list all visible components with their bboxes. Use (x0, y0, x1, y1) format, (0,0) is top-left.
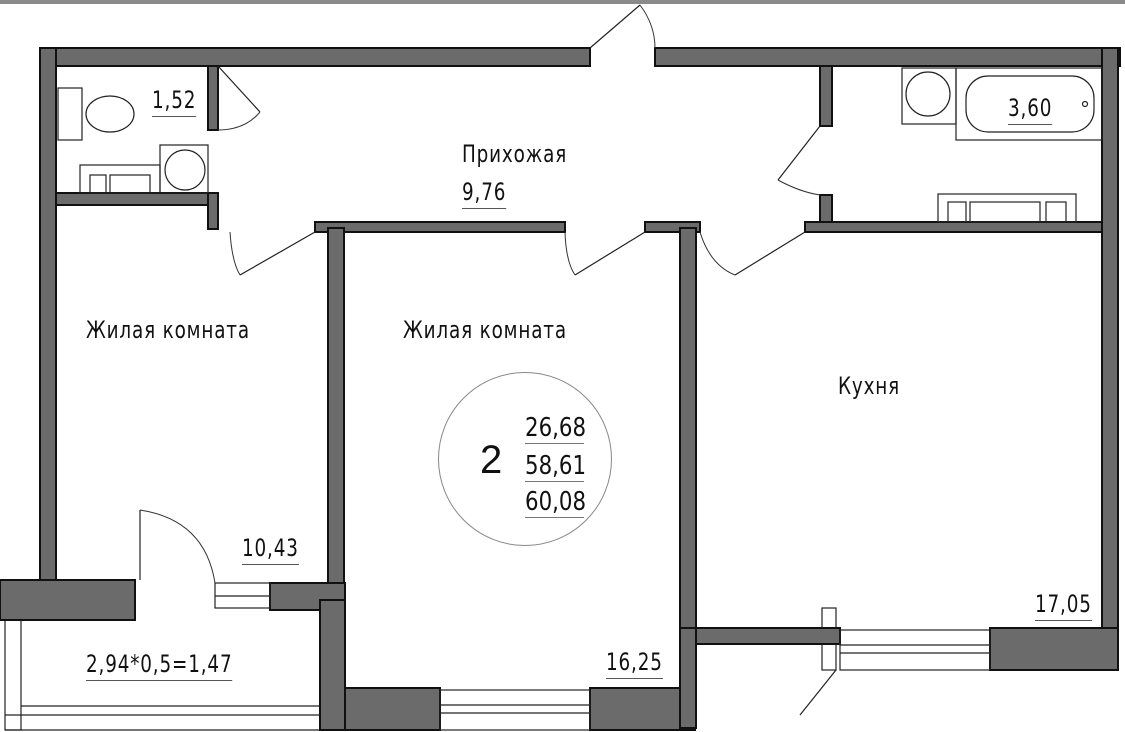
room-name-hallway: Прихожая (462, 140, 568, 168)
rooms-count: 2 (480, 438, 503, 482)
room-area-wc: 1,52 (152, 86, 197, 117)
top-toolbar-strip (0, 0, 1125, 4)
bathtub-icon (955, 67, 1103, 141)
room-name-kitchen: Кухня (838, 372, 901, 400)
windows (214, 582, 991, 731)
room-name-living-1: Жилая комната (86, 316, 250, 344)
room-area-living-2: 16,25 (606, 648, 663, 679)
living-area: 26,68 (525, 413, 587, 444)
bath-sink-icon (901, 67, 957, 125)
doors (139, 4, 821, 584)
total-area: 58,61 (525, 451, 587, 482)
washer-icon (937, 193, 1077, 223)
room-name-living-2: Жилая комната (403, 316, 567, 344)
walls (0, 47, 1121, 731)
room-area-hallway: 9,76 (462, 178, 507, 209)
room-area-bathroom: 3,60 (1008, 94, 1053, 125)
total-area-with-balcony: 60,08 (525, 487, 587, 518)
room-area-kitchen: 17,05 (1035, 590, 1092, 621)
apartment-summary-circle (438, 372, 612, 546)
room-area-balcony: 2,94*0,5=1,47 (86, 650, 233, 681)
sink-icon (79, 144, 209, 194)
toilet-icon (57, 87, 135, 141)
room-area-living-1: 10,43 (242, 534, 299, 565)
